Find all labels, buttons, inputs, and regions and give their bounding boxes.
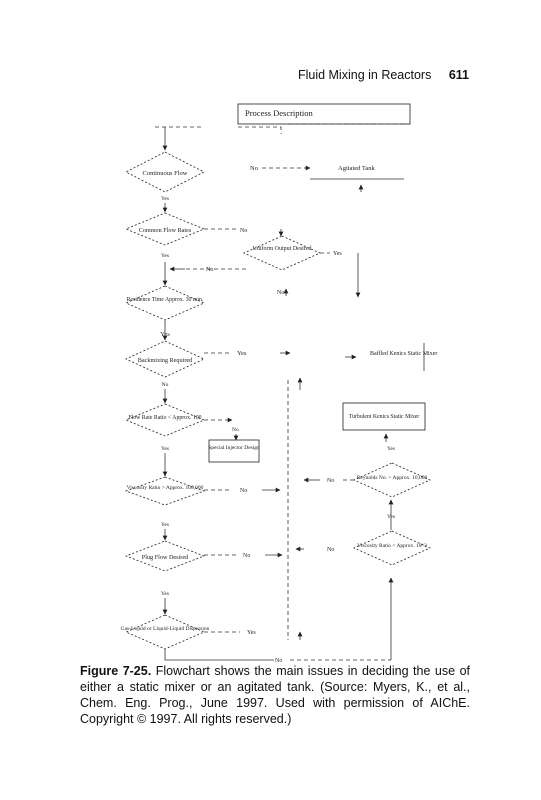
process-description-label: Process Description — [245, 108, 314, 118]
decision-uniform-output — [243, 235, 321, 271]
special-injector-box — [208, 439, 260, 463]
label-yes: Yes — [161, 591, 169, 597]
label-yes: Yes — [333, 251, 342, 257]
label-yes: Yes — [237, 350, 247, 357]
decision-residence-time — [124, 285, 206, 321]
connector — [238, 126, 282, 134]
decision-backmixing — [125, 340, 205, 378]
turbulent-static-label: Turbulent Kenics Static Mixer — [349, 414, 420, 420]
figure-caption-text: Flowchart shows the main issues in decid… — [80, 664, 470, 726]
label-no: No — [327, 547, 334, 553]
label-no: No — [206, 267, 213, 273]
label-yes: Yes — [161, 253, 169, 259]
baffled-static-label: Baffled Kenics Static Mixer — [370, 350, 437, 357]
decision-continuous-flow — [125, 151, 205, 193]
special-injector-label: Special Injector Design — [208, 445, 260, 451]
label-yes: Yes — [161, 446, 169, 452]
decision-gas-liquid — [124, 614, 206, 650]
page-number: 611 — [448, 68, 469, 82]
label-no: No — [277, 290, 284, 296]
continuous-flow-label: Continuous Flow — [143, 170, 188, 177]
label-no: No — [250, 165, 258, 172]
decision-flow-rate-ratio — [124, 403, 206, 437]
common-flow-rates-label: Common Flow Rates — [139, 227, 192, 234]
uniform-output-label: Uniform Output Desired — [253, 245, 312, 252]
label-yes: Yes — [247, 630, 256, 636]
plug-flow-label: Plug Flow Desired — [142, 554, 189, 561]
label-no: No — [240, 488, 247, 494]
figure-caption: Figure 7-25. Flowchart shows the main is… — [80, 663, 470, 727]
decision-common-flow-rates — [124, 212, 206, 246]
label-no: No — [240, 228, 247, 234]
label-yes: Yes — [161, 196, 169, 202]
running-head-title: Fluid Mixing in Reactors — [297, 68, 432, 82]
decision-viscosity-ratio-large — [124, 476, 206, 506]
figure-label: Figure 7-25. — [80, 664, 152, 678]
backmixing-label: Backmixing Required — [138, 357, 193, 364]
running-head: Fluid Mixing in Reactors 611 — [0, 68, 469, 82]
residence-time-label: Residence Time Approx. 30 min. — [127, 297, 204, 303]
label-no: No — [162, 382, 169, 388]
connector — [164, 649, 274, 661]
viscosity-ratio-small-label: Viscosity Ratio < Approx. 10^3 — [357, 543, 427, 549]
flow-rate-ratio-label: Flow Rate Ratio < Approx. 100 — [128, 415, 201, 421]
turbulent-static-box — [342, 402, 426, 431]
gas-liquid-label: Gas-Liquid or Liquid-Liquid Dispersion — [121, 626, 210, 632]
agitated-tank-label: Agitated Tank — [338, 165, 376, 172]
label-no: No — [275, 658, 282, 664]
label-no: No — [243, 553, 250, 559]
label-no: No — [327, 478, 334, 484]
label-yes: Yes — [161, 522, 169, 528]
viscosity-ratio-large-label: Viscosity Ratio > Approx. 100,000 — [127, 485, 204, 491]
label-no: No — [232, 427, 239, 433]
label-yes: Yes — [387, 446, 395, 452]
reynolds-label: Reynolds No. > Approx. 10,000 — [357, 475, 428, 481]
